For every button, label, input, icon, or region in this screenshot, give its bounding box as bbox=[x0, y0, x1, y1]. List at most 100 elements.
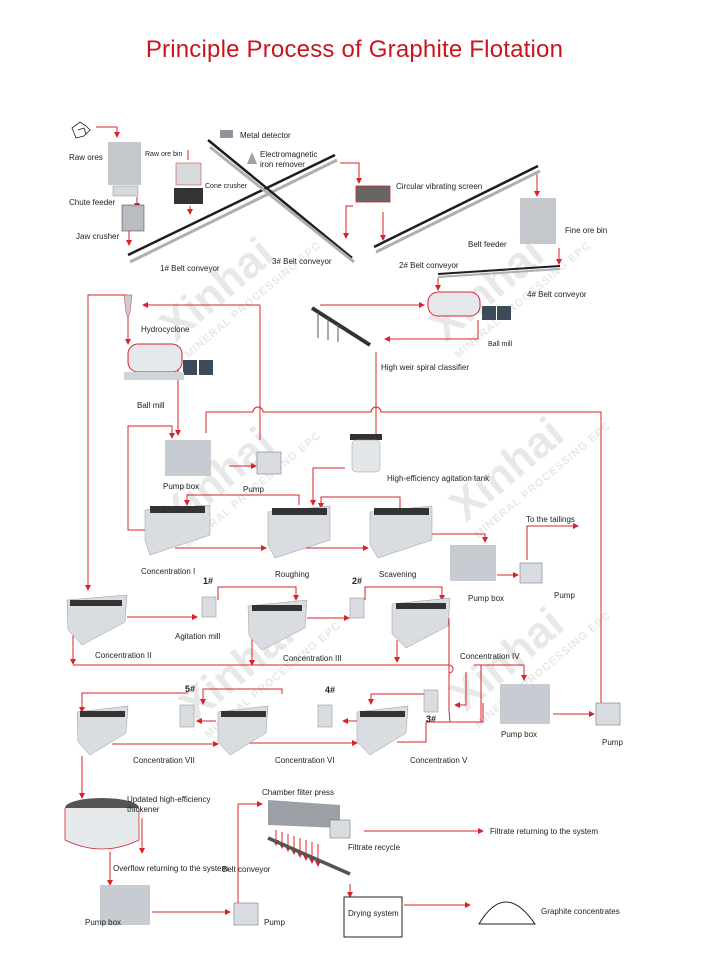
agitation-mill-5 bbox=[179, 704, 195, 728]
label-belt-feeder: Belt feeder bbox=[468, 240, 507, 249]
hydrocyclone bbox=[123, 294, 133, 319]
label-overflow: Overflow returning to the system bbox=[113, 864, 229, 873]
chute-feeder bbox=[112, 185, 139, 197]
label-belt-conveyor-3: 3# Belt conveyor bbox=[272, 257, 332, 266]
flotation-cell-concentration-3 bbox=[247, 599, 308, 651]
label-concentration-4: Concentration IV bbox=[460, 652, 520, 661]
flotation-cell-concentration-6 bbox=[217, 705, 269, 756]
flotation-cell-top bbox=[360, 711, 405, 717]
label-mill-5: 5# bbox=[185, 684, 196, 694]
label-filtrate-recycle: Filtrate recycle bbox=[348, 843, 401, 852]
label-agitation-tank: High-efficiency agitation tank bbox=[387, 474, 490, 483]
graphite-concentrates-pile bbox=[478, 901, 536, 925]
flow-line bbox=[340, 162, 362, 184]
label-concentration-2: Concentration II bbox=[95, 651, 152, 660]
label-belt-conveyor-2: 2# Belt conveyor bbox=[399, 261, 459, 270]
label-cone-crusher: Cone crusher bbox=[205, 183, 248, 190]
flow-line bbox=[237, 801, 263, 905]
flotation-cell-concentration-5 bbox=[356, 705, 409, 756]
label-jaw-crusher: Jaw crusher bbox=[76, 232, 120, 241]
flow-line bbox=[428, 533, 488, 543]
flow-line bbox=[205, 406, 602, 712]
flow-line bbox=[73, 664, 454, 674]
label-belt-conveyor: Belt conveyor bbox=[222, 865, 271, 874]
agitation-mills bbox=[179, 596, 439, 728]
flow-line bbox=[454, 672, 467, 708]
flow-line bbox=[85, 294, 127, 591]
flotation-cell-scavening bbox=[369, 505, 433, 559]
label-pump-box-3: Pump box bbox=[501, 730, 538, 739]
label-raw-ores: Raw ores bbox=[69, 153, 103, 162]
label-mill-1: 1# bbox=[203, 576, 214, 586]
flow-line bbox=[127, 425, 169, 531]
belt-conveyor-1 bbox=[127, 153, 338, 264]
label-metal-detector: Metal detector bbox=[240, 131, 291, 140]
fine-ore-bin bbox=[520, 198, 556, 244]
label-concentration-6: Concentration VI bbox=[275, 756, 335, 765]
flotation-cell-top bbox=[396, 603, 446, 609]
label-pump-4: Pump bbox=[264, 918, 285, 927]
flow-line bbox=[184, 494, 300, 506]
cone-crusher-base bbox=[174, 188, 203, 204]
belt-conveyor-4 bbox=[437, 265, 561, 278]
label-hydrocyclone: Hydrocyclone bbox=[141, 325, 190, 334]
flotation-cell-concentration-7 bbox=[76, 705, 129, 756]
flow-line bbox=[526, 523, 579, 560]
label-iron-remover: Electromagnetic iron remover bbox=[260, 150, 318, 169]
cone-crusher bbox=[175, 162, 202, 186]
pump-box-1 bbox=[165, 440, 211, 476]
label-filtrate-return: Filtrate returning to the system bbox=[490, 827, 599, 836]
flow-line bbox=[318, 496, 401, 512]
label-drying-system: Drying system bbox=[348, 909, 399, 918]
label-agitation-mill: Agitation mill bbox=[175, 632, 221, 641]
label-to-tailings: To the tailings bbox=[526, 515, 575, 524]
label-scavening: Scavening bbox=[379, 570, 417, 579]
raw-ores-icon bbox=[71, 121, 91, 139]
label-mill-3: 3# bbox=[426, 714, 437, 724]
agitation-tank bbox=[350, 434, 382, 473]
label-pump-2: Pump bbox=[554, 591, 575, 600]
flow-line bbox=[343, 205, 353, 239]
label-roughing: Roughing bbox=[275, 570, 310, 579]
flow-line bbox=[448, 618, 451, 723]
flotation-cell-concentration-1 bbox=[144, 504, 211, 556]
flow-line bbox=[217, 586, 299, 601]
label-belt-conveyor-4: 4# Belt conveyor bbox=[527, 290, 587, 299]
dewatering-belt-conveyor bbox=[267, 836, 351, 876]
spiral-classifier bbox=[310, 306, 372, 347]
label-vibrating-screen: Circular vibrating screen bbox=[396, 182, 483, 191]
iron-remover-icon bbox=[247, 152, 257, 164]
label-pump-box-1: Pump box bbox=[163, 482, 200, 491]
flow-line bbox=[397, 703, 484, 743]
pump-box-4 bbox=[100, 885, 150, 925]
label-concentration-3: Concentration III bbox=[283, 654, 342, 663]
belt-conveyor-2 bbox=[373, 164, 541, 254]
flow-line bbox=[368, 693, 427, 705]
pump-box-3 bbox=[500, 684, 550, 724]
label-ball-mill-left: Ball mill bbox=[137, 401, 165, 410]
pump-1 bbox=[256, 451, 282, 475]
agitation-mill-2 bbox=[349, 597, 365, 619]
label-thickener: Updated high-efficiency thickener bbox=[127, 795, 211, 814]
label-filter-press: Chamber filter press bbox=[262, 788, 335, 797]
flotation-cell-top bbox=[80, 711, 125, 717]
diagram-title: Principle Process of Graphite Flotation bbox=[145, 36, 564, 63]
pump-box-2 bbox=[450, 545, 496, 581]
label-pump-box-2: Pump box bbox=[468, 594, 505, 603]
label-concentration-1: Concentration I bbox=[141, 567, 196, 576]
flow-line bbox=[310, 467, 345, 506]
flotation-cell-top bbox=[252, 605, 302, 611]
label-pump-box-4: Pump box bbox=[85, 918, 122, 927]
pump-4 bbox=[233, 902, 259, 926]
thickener bbox=[64, 798, 140, 850]
metal-detector-icon bbox=[220, 130, 233, 138]
flow-line bbox=[200, 688, 283, 705]
pump-3 bbox=[595, 702, 621, 726]
label-graphite-concentrates: Graphite concentrates bbox=[541, 907, 620, 916]
ball-mill-right bbox=[427, 291, 511, 320]
filter-drops bbox=[273, 830, 321, 867]
jaw-crusher bbox=[121, 204, 145, 232]
pump-2 bbox=[519, 562, 543, 584]
flotation-cell-top bbox=[221, 711, 266, 717]
